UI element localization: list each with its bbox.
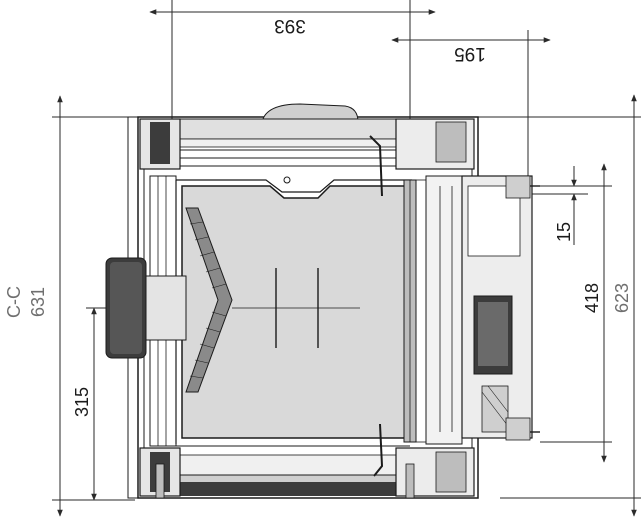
dimension-418: 418 [540, 163, 612, 463]
dimension-631: 631 C-C [4, 95, 135, 517]
baffle [185, 207, 233, 393]
dimension-623-label: 623 [612, 283, 632, 313]
dimension-631-label: 631 [28, 287, 48, 317]
dimension-393: 393 [149, 0, 436, 120]
dimension-15: 15 [528, 166, 588, 245]
dimension-195-label: 195 [454, 43, 486, 64]
dimension-315-label: 315 [72, 387, 92, 417]
top-handle [261, 103, 359, 123]
dimension-623: 623 [478, 94, 641, 517]
section-label: C-C [4, 286, 24, 318]
dimension-393-label: 393 [274, 15, 306, 36]
dimension-15-label: 15 [554, 222, 574, 242]
dimension-418-label: 418 [582, 283, 602, 313]
stove-body [105, 103, 540, 499]
dimension-195: 195 [391, 30, 551, 178]
combustion-chamber [181, 185, 409, 439]
grate [232, 268, 360, 348]
